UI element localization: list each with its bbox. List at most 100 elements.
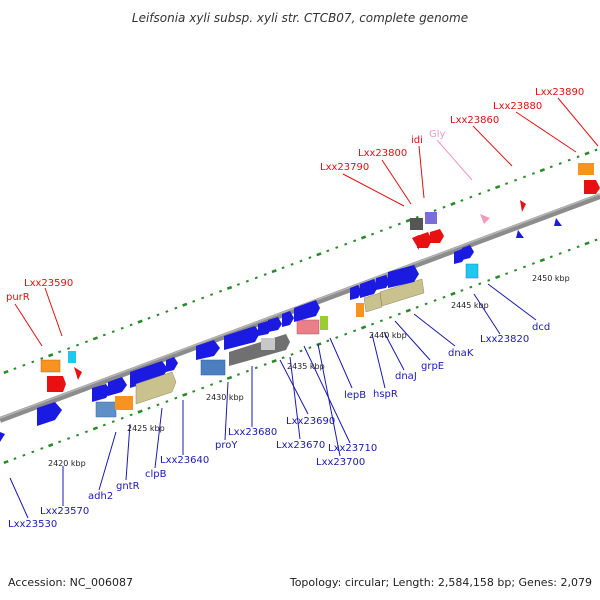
gene-Lxx23700-arrow [282,311,294,327]
scale-tick-mark [558,252,562,255]
dnaK-connector [413,313,456,347]
gene-Lxx23670b-arrow [268,317,282,332]
clpB-connector [154,407,163,469]
scale-tick-label: 2440 kbp [369,331,407,340]
gene-label-top: Lxx23880 [493,101,542,112]
grpE-connector [394,320,431,361]
gene-purR-arrow [47,376,66,392]
scale-tick-mark [584,241,590,246]
scale-tick-mark [111,420,115,424]
scale-tick-mark [594,148,598,152]
gene-label-bottom: dnaK [448,348,474,359]
gene-Lxx23710-box [296,319,320,335]
scale-tick-mark [182,392,188,397]
scale-tick-mark [594,238,598,242]
scale-tick-mark [360,325,367,330]
bottom-strand-features [0,218,562,442]
Lxx23590-connector [44,287,63,337]
scale-tick-mark [335,336,339,339]
scale-tick-mark [576,155,580,159]
scale-tick-mark [174,306,178,310]
gene-Lxx23570-arrow [37,402,62,426]
scale-tick-mark [226,285,233,290]
scale-tick-mark [344,332,348,336]
scale-tick-mark [299,259,303,263]
lower-dotted-scale [3,238,598,465]
scale-tick-mark [75,343,80,347]
hspR-connector [371,333,386,389]
scale-tick-mark [576,245,580,249]
gene-label-bottom: Lxx23710 [328,443,377,454]
topology-summary: Topology: circular; Length: 2,584,158 bp… [289,576,592,589]
scale-tick-mark [415,215,419,219]
gene-adh2-box [95,401,117,418]
gene-Lxx23710-arrow [294,300,320,322]
scale-tick-mark [405,218,411,223]
scale-tick-mark [210,383,214,387]
scale-tick-mark [263,273,267,276]
scale-tick-mark [3,459,9,465]
scale-tick-mark [469,285,473,289]
scale-tick-mark [326,339,330,343]
gene-label-top: Lxx23790 [320,162,369,173]
gene-label-bottom: Lxx23670 [276,440,325,451]
gene-label-top: Lxx23800 [358,148,407,159]
scale-tick-mark [58,440,62,444]
scale-tick-mark [236,373,240,376]
Lxx23700-connector [317,343,341,457]
gene-Lxx23790-box [410,218,423,230]
gene-hspR-box [356,303,364,317]
Lxx23880-connector [515,111,577,153]
gene-Lxx23890-arrow [584,180,600,194]
scale-tick-mark [478,282,482,286]
gene-Lxx23530-arrow [0,432,5,442]
gene-proY-box [200,359,226,376]
scale-tick-mark [84,340,89,344]
top-strand-features [40,163,600,392]
scale-tick-mark [549,165,553,169]
scale-tick-mark [290,352,294,356]
scale-tick-mark [442,205,446,209]
scale-tick-mark [299,349,303,353]
dcd-connector [487,283,537,321]
scale-tick-mark [182,302,188,307]
scale-tick-mark [397,222,401,226]
gene-Lxx23690-box [261,338,275,350]
scale-tick-mark [567,158,571,162]
bottom-connectors [9,283,537,519]
scale-tick-label: 2425 kbp [127,424,165,433]
gene-label-top: Gly [429,129,446,140]
scale-tick-mark [335,246,339,249]
scale-tick-mark [549,255,553,259]
gene-Lxx23590-box [68,351,76,363]
gene-gntR-arrow [108,377,127,396]
gene-label-bottom: Lxx23570 [40,506,89,517]
scale-tick-mark [67,347,71,350]
scale-tick-label: 2435 kbp [287,362,325,371]
scale-tick-mark [281,356,285,360]
gene-label-bottom: dcd [532,322,550,333]
scale-tick-label: 2450 kbp [532,274,570,283]
gene-Lxx23820-arrow [462,245,474,260]
scale-tick-mark [460,289,464,292]
scale-tick-mark [460,199,464,202]
scale-tick-mark [137,319,143,324]
scale-tick-mark [397,312,401,316]
gene-label-bottom: grpE [421,361,444,372]
scale-tick-mark [433,299,437,302]
scale-tick-mark [388,225,392,229]
scale-tick-mark [308,346,312,350]
scale-tick-mark [308,256,312,260]
gene-Lxx23820-box [465,263,479,279]
gene-dnaK-arrow [388,265,419,288]
scale-tick-mark [31,360,35,364]
gene-label-bottom: Lxx23700 [316,457,365,468]
scale-tick-mark [218,379,223,383]
scale-tick-mark [495,274,501,280]
Gly-connector [436,139,473,181]
gene-label-bottom: proY [215,440,238,451]
scale-tick-mark [558,162,562,165]
gene-label-bottom: gntR [116,481,140,492]
gene-adh2-arrow [92,384,111,402]
